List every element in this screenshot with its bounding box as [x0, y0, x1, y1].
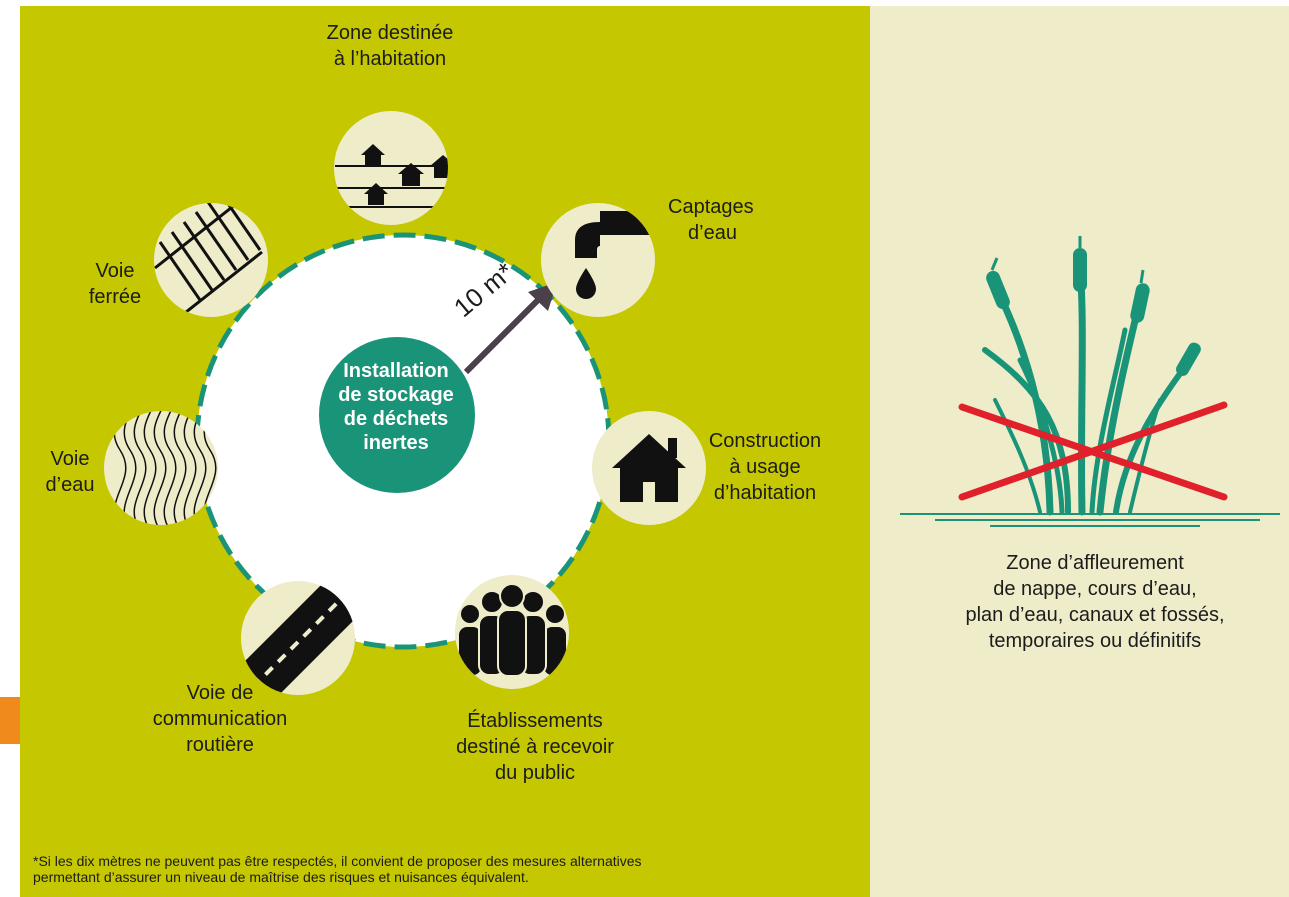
zone-line: de nappe, cours d’eau,: [993, 578, 1197, 600]
houses-icon: [334, 111, 448, 225]
zone-line: plan d’eau, canaux et fossés,: [965, 604, 1225, 626]
label-line: Captages: [668, 196, 754, 218]
zone-line: Zone d’affleurement: [1006, 552, 1184, 574]
label-line: routière: [186, 734, 254, 756]
footnote-line: permettant d’assurer un niveau de maîtri…: [33, 869, 529, 885]
label-line: Voie de: [186, 682, 254, 704]
label-construction: Construction à usage d’habitation: [703, 428, 827, 506]
zone-label: Zone d’affleurement de nappe, cours d’ea…: [900, 550, 1289, 654]
label-line: Voie: [95, 260, 135, 282]
prohibition-cross: [958, 401, 1228, 501]
orange-tab: [0, 697, 20, 744]
center-line: inertes: [363, 432, 429, 454]
zone-line: temporaires ou définitifs: [988, 630, 1202, 652]
label-line: Établissements: [467, 710, 603, 732]
label-line: Construction: [708, 430, 822, 452]
label-voie-route: Voie de communication routière: [140, 680, 300, 758]
water-waves-icon: [104, 411, 218, 525]
label-line: d’eau: [688, 222, 737, 244]
house-icon: [592, 411, 706, 525]
label-line: du public: [494, 762, 576, 784]
label-line: communication: [152, 708, 288, 730]
label-captages: Captages d’eau: [668, 194, 754, 246]
railway-icon: [154, 203, 268, 317]
center-disc: [319, 337, 475, 493]
label-voie-ferree: Voie ferrée: [80, 258, 150, 310]
label-line: Zone destinée: [326, 22, 454, 44]
center-line: Installation: [343, 360, 449, 382]
label-line: destiné à recevoir: [456, 736, 614, 758]
label-line: à l’habitation: [333, 48, 447, 70]
road-icon: [241, 581, 355, 695]
footnote-line: *Si les dix mètres ne peuvent pas être r…: [33, 853, 642, 869]
footnote: *Si les dix mètres ne peuvent pas être r…: [33, 853, 853, 885]
label-line: d’habitation: [713, 482, 817, 504]
label-etablissements: Établissements destiné à recevoir du pub…: [440, 708, 630, 786]
label-line: d’eau: [45, 474, 95, 496]
center-label: Installation de stockage de déchets iner…: [321, 359, 471, 455]
crowd-icon: [455, 575, 569, 689]
label-line: Voie: [50, 448, 90, 470]
label-voie-eau: Voie d’eau: [40, 446, 100, 498]
label-line: à usage: [729, 456, 801, 478]
center-line: de déchets: [343, 408, 449, 430]
label-line: ferrée: [88, 286, 142, 308]
label-habitation-zone: Zone destinée à l’habitation: [320, 20, 460, 72]
tap-icon: [541, 203, 655, 317]
reeds-icon: [900, 236, 1280, 527]
center-line: de stockage: [338, 384, 454, 406]
